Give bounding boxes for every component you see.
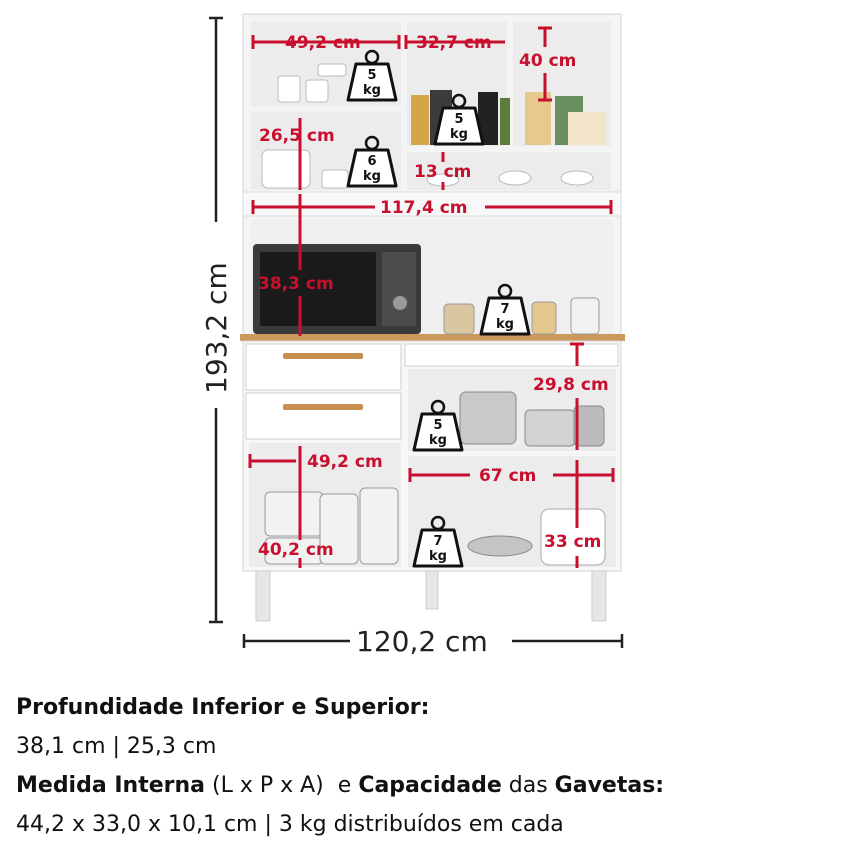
dim-microwave-space-height: 38,3 cm xyxy=(258,274,334,294)
dim-total-height: 193,2 cm xyxy=(200,262,233,394)
dim-shelf-width: 117,4 cm xyxy=(380,198,467,218)
weight-value: 5 xyxy=(367,68,376,83)
dim-bottom-left-niche-height: 40,2 cm xyxy=(258,540,334,560)
dim-top-mid-lower-height: 13 cm xyxy=(414,162,471,182)
and-word: e xyxy=(337,773,352,798)
weight-unit: kg xyxy=(429,549,447,564)
weight-value: 6 xyxy=(367,154,376,169)
weight-unit: kg xyxy=(496,317,514,332)
dim-total-width: 120,2 cm xyxy=(356,625,488,658)
weight-icon-lower-right: 5 kg xyxy=(412,399,464,452)
dimension-lines xyxy=(248,26,615,568)
dim-bottom-right-width: 67 cm xyxy=(479,466,536,486)
microwave xyxy=(253,244,421,334)
drawer-values: 44,2 x 33,0 x 10,1 cm | 3 kg distribuído… xyxy=(16,812,564,837)
depth-label: Profundidade Inferior e Superior: xyxy=(16,695,430,720)
dim-top-right-niche-height: 40 cm xyxy=(519,51,576,71)
weight-unit: kg xyxy=(450,127,468,142)
weight-icon-mid-left: 6 kg xyxy=(346,135,398,188)
weight-value: 7 xyxy=(433,534,442,549)
weight-icon-top-mid: 5 kg xyxy=(433,93,485,146)
weight-icon-counter: 7 kg xyxy=(479,283,531,336)
cabinet-contents xyxy=(253,63,606,566)
weight-unit: kg xyxy=(363,169,381,184)
weight-icon-top-left: 5 kg xyxy=(346,49,398,102)
weight-value: 7 xyxy=(500,302,509,317)
depth-heading: Profundidade Inferior e Superior: xyxy=(16,688,836,727)
dim-top-left-lower-height: 26,5 cm xyxy=(259,126,335,146)
weight-value: 5 xyxy=(433,418,442,433)
weight-unit: kg xyxy=(363,83,381,98)
internal-heading: Medida Interna (L x P x A) e Capacidade … xyxy=(16,766,836,805)
capacity-label: Capacidade xyxy=(358,773,502,798)
weight-value: 5 xyxy=(454,112,463,127)
depth-values: 38,1 cm | 25,3 cm xyxy=(16,734,217,759)
drawers-label: Gavetas: xyxy=(554,773,665,798)
dim-right-upper-niche-height: 29,8 cm xyxy=(533,375,609,395)
dim-bottom-left-niche-width: 49,2 cm xyxy=(307,452,383,472)
dim-top-left-niche-width: 49,2 cm xyxy=(285,33,361,53)
internal-label: Medida Interna xyxy=(16,773,205,798)
specifications: Profundidade Inferior e Superior: 38,1 c… xyxy=(16,688,836,844)
internal-dims-label: (L x P x A) xyxy=(212,773,324,798)
dim-bottom-right-height: 33 cm xyxy=(544,532,601,552)
overall-dimension-lines xyxy=(209,16,624,648)
of-word: das xyxy=(508,773,548,798)
weight-unit: kg xyxy=(429,433,447,448)
dim-top-mid-niche-width: 32,7 cm xyxy=(416,33,492,53)
cabinet-diagram: 49,2 cm 32,7 cm 40 cm 26,5 cm 13 cm 117,… xyxy=(200,13,625,658)
weight-icon-bottom-right: 7 kg xyxy=(412,515,464,568)
